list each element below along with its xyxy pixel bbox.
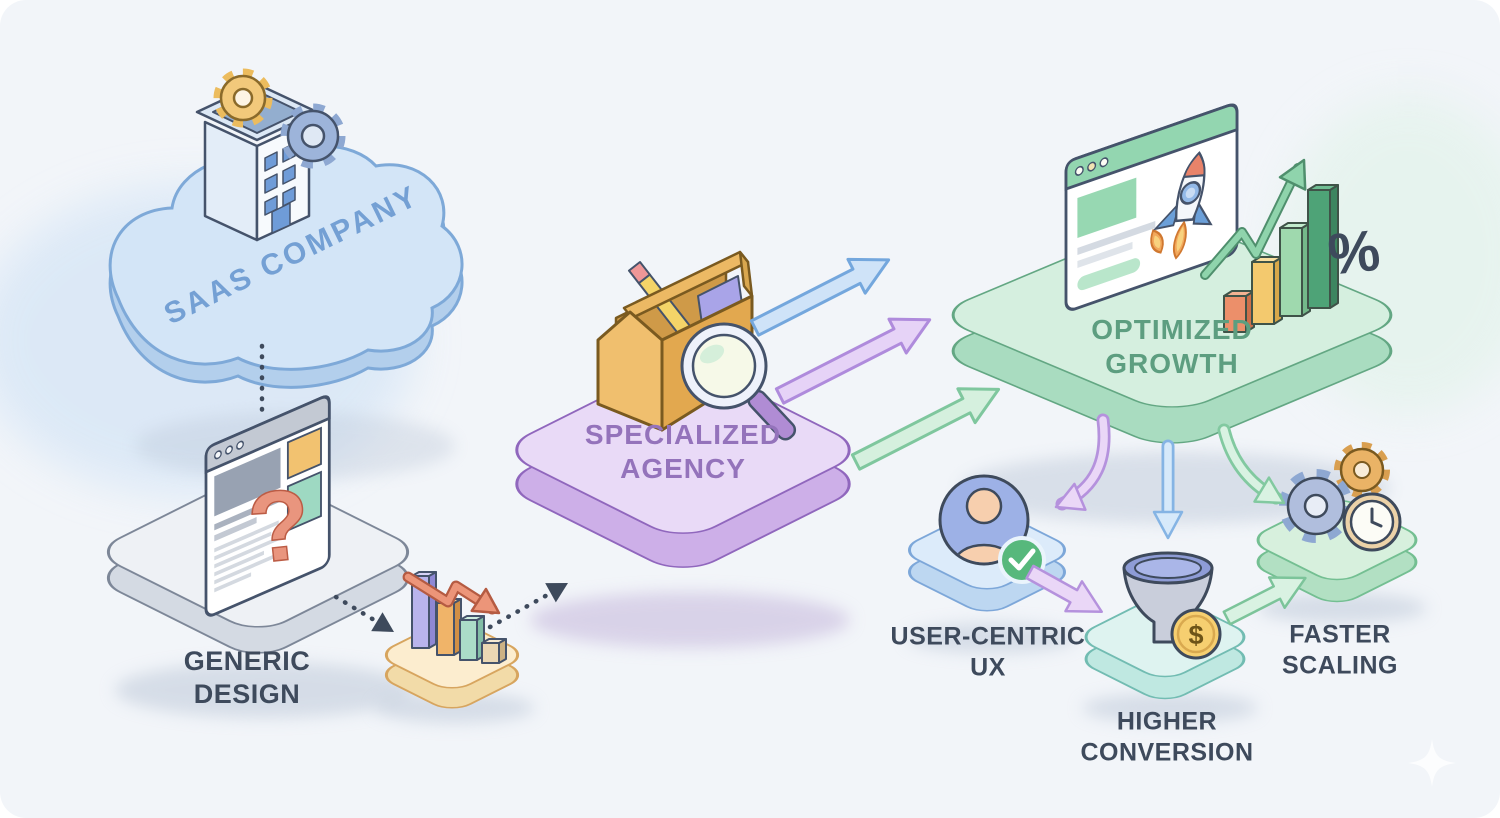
dotted-connector-design-to-metrics: [333, 594, 394, 632]
dotted-connector-metrics-to-agency: [487, 583, 568, 630]
optimized-growth-label: OPTIMIZED GROWTH: [1091, 313, 1253, 379]
arrow-ux-to-conversion: [1025, 564, 1103, 614]
rising-bar-chart-icon: [1223, 184, 1339, 333]
generic-browser-window: [204, 395, 331, 617]
generic-design-label: GENERIC DESIGN: [183, 646, 311, 709]
faster-scaling-label: FASTER SCALING: [1282, 620, 1398, 680]
clock-icon: [1342, 492, 1402, 552]
specialized-agency-label: SPECIALIZED AGENCY: [584, 418, 782, 484]
trend-up-arrow-icon: [1200, 158, 1307, 280]
flame-blob-icon: [1150, 229, 1164, 254]
dollar-coin-icon: $: [1170, 608, 1222, 660]
higher-conversion-label: HIGHER CONVERSION: [1080, 707, 1254, 767]
browser-dots: [1074, 157, 1109, 176]
arrow-agency-to-growth-purple: [774, 317, 932, 405]
sparkle-icon: [1408, 739, 1456, 787]
gear-orange-icon: [1334, 442, 1390, 498]
arrow-growth-to-scaling: [1217, 423, 1286, 505]
gear-blue-icon: [280, 103, 346, 169]
gear-yellow-icon: [213, 68, 273, 128]
percent-symbol: %: [1325, 218, 1383, 288]
user-centric-ux-label: USER-CENTRIC UX: [890, 622, 1086, 682]
rocket-icon: [1152, 151, 1213, 260]
building-icon: [195, 68, 346, 242]
browser-dots: [214, 440, 244, 460]
arrow-agency-to-growth-blue: [749, 257, 891, 337]
arrow-growth-to-ux: [1054, 413, 1111, 511]
growth-browser-window: [1064, 103, 1239, 311]
svg-text:$: $: [1188, 620, 1203, 650]
magnifier-icon: [680, 322, 797, 441]
arrow-growth-to-conversion: [1152, 439, 1184, 540]
gear-blue-large-icon: [1279, 469, 1353, 543]
arrow-conversion-to-scaling: [1222, 576, 1307, 626]
arrow-agency-to-growth-green: [850, 387, 1001, 471]
trend-down-arrow-icon: [402, 571, 501, 615]
question-mark: ?: [243, 467, 315, 585]
